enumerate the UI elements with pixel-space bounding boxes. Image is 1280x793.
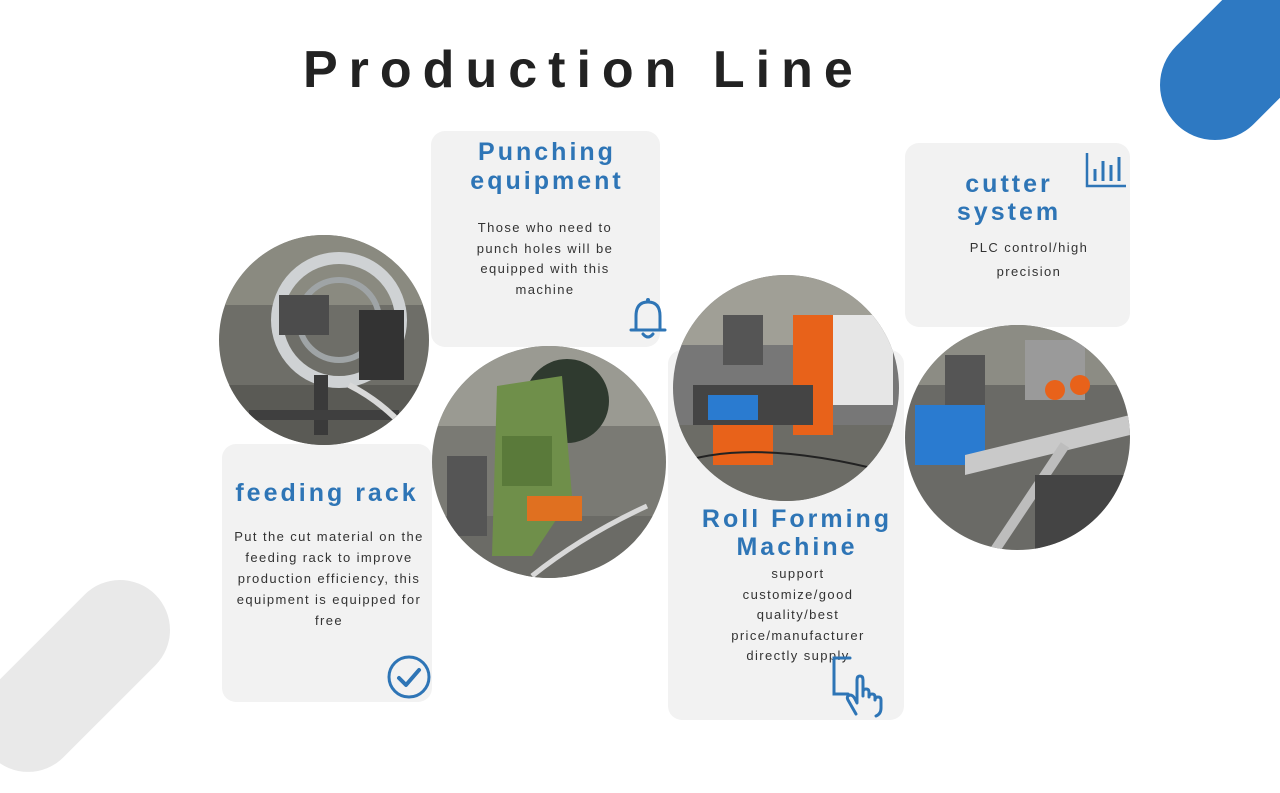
- punching-equipment-photo: [432, 346, 666, 578]
- cutter-system-card: [905, 143, 1130, 327]
- cutter-system-text: PLC control/high precision: [969, 240, 1089, 279]
- page-title: Production Line: [303, 41, 864, 99]
- cutter-system-photo: [905, 325, 1130, 550]
- roll-forming-title: Roll Forming Machine: [701, 505, 893, 561]
- feeding-rack-title: feeding rack: [235, 479, 419, 507]
- punching-equipment-card: [431, 131, 660, 347]
- roll-forming-photo: [673, 275, 899, 501]
- punching-equipment-title: Punching equipment: [470, 138, 624, 195]
- punching-equipment-text: Those who need to punch holes will be eq…: [476, 220, 614, 297]
- bar-chart-icon: [1085, 151, 1127, 189]
- touch-hand-icon: [830, 656, 890, 718]
- feeding-rack-photo: [219, 235, 429, 445]
- checkmark-circle-icon: [386, 654, 432, 700]
- feeding-rack-text: Put the cut material on the feeding rack…: [234, 529, 424, 628]
- roll-forming-text: support customize/good quality/best pric…: [731, 566, 865, 664]
- decorative-gray-shape: [0, 559, 191, 793]
- cutter-system-title: cutter system: [956, 170, 1062, 226]
- feeding-rack-card: [222, 444, 432, 702]
- decorative-blue-shape: [1137, 0, 1280, 163]
- bell-icon: [626, 296, 670, 342]
